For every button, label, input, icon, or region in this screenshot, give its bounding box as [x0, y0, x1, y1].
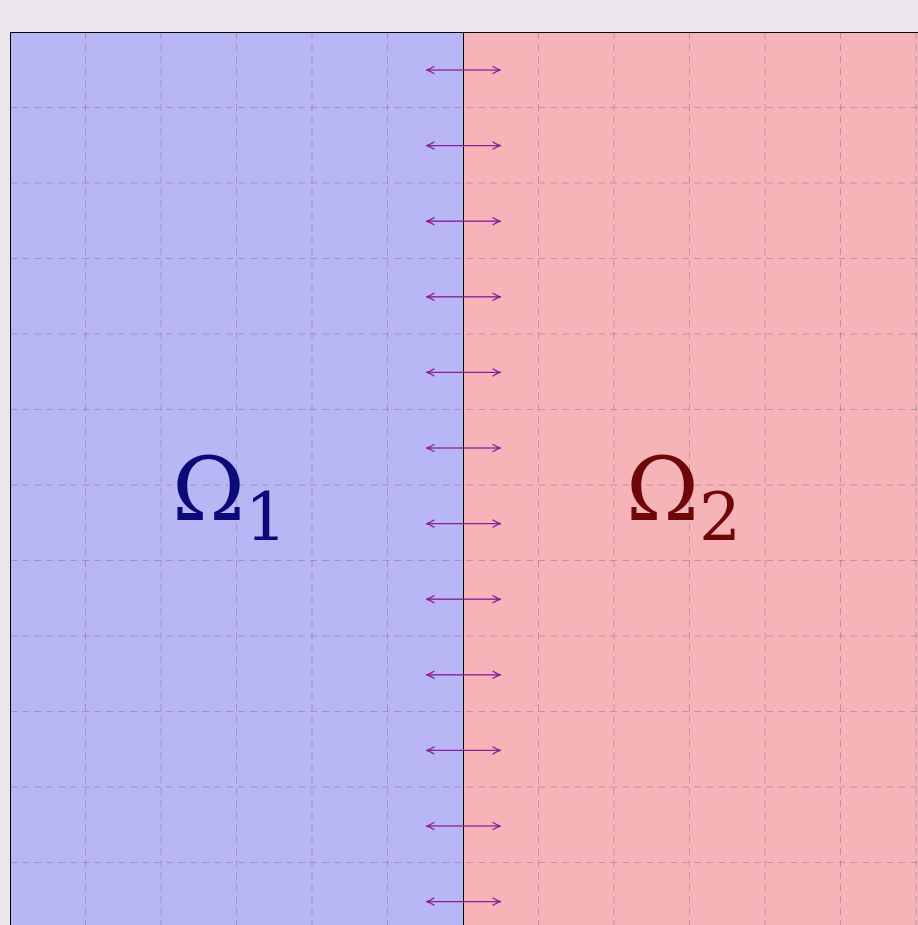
interface-arrow	[425, 519, 502, 528]
interface-arrow	[425, 897, 502, 906]
domain-label-omega-2: Ω2	[626, 438, 741, 556]
omega-subscript: 2	[699, 479, 741, 556]
interface-arrow	[425, 65, 502, 75]
interface-arrow	[425, 217, 502, 226]
domain-left	[10, 32, 463, 925]
interface-arrow	[425, 141, 502, 150]
interface-arrow	[425, 746, 502, 755]
interface-arrow	[425, 821, 502, 831]
domain-label-omega-1: Ω1	[172, 438, 287, 556]
interface-arrow	[425, 670, 502, 679]
interface-arrow	[425, 443, 502, 453]
omega-subscript: 1	[245, 479, 287, 556]
interface-arrows	[425, 65, 502, 906]
interface-arrow	[425, 368, 502, 377]
grid	[10, 32, 918, 925]
interface-arrow	[425, 595, 502, 604]
omega-symbol: Ω	[626, 438, 699, 541]
omega-symbol: Ω	[172, 438, 245, 541]
interface-arrow	[425, 292, 502, 301]
domain-right	[463, 32, 918, 925]
